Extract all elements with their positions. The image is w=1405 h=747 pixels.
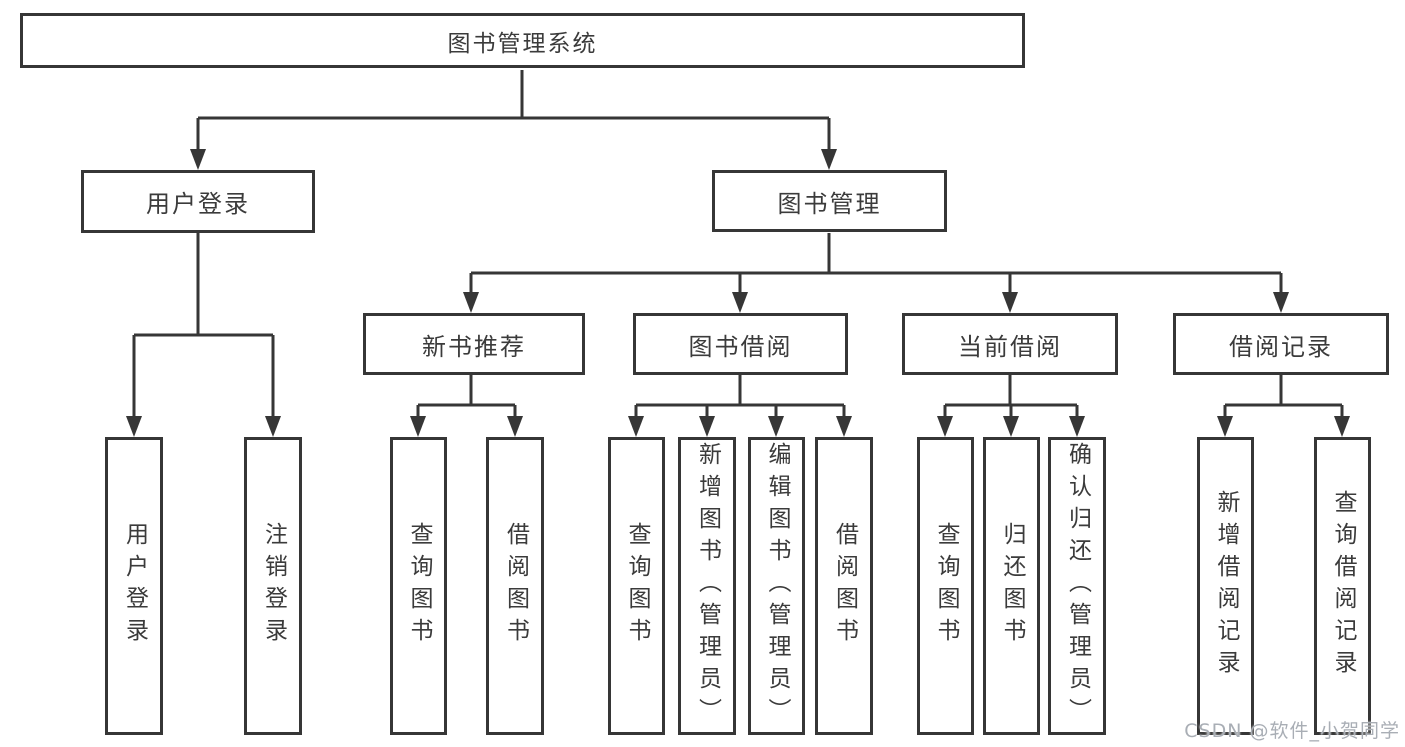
- leaf-borrow-books-label: 借阅图书: [831, 522, 858, 650]
- leaf-edit-book-admin-label: 编辑图书（管理员）: [764, 442, 790, 730]
- node-new-book-recommend-label: 新书推荐: [422, 332, 526, 361]
- leaf-borrow-books-recommend-label: 借阅图书: [502, 522, 529, 650]
- csdn-watermark: CSDN @软件_小贺同学: [1184, 720, 1400, 742]
- leaf-add-book-admin: 新增图书（管理员）: [678, 437, 736, 735]
- leaf-confirm-return-admin-label: 确认归还（管理员）: [1064, 442, 1091, 730]
- leaf-query-books-recommend: 查询图书: [390, 437, 447, 735]
- node-user-login: 用户登录: [81, 170, 315, 233]
- node-current-borrowing: 当前借阅: [902, 313, 1118, 375]
- leaf-query-books-current-label: 查询图书: [933, 522, 959, 650]
- node-borrowing-records: 借阅记录: [1173, 313, 1389, 375]
- node-book-borrowing-label: 图书借阅: [688, 332, 793, 361]
- node-root-label: 图书管理系统: [447, 30, 598, 57]
- leaf-add-book-admin-label: 新增图书（管理员）: [694, 442, 721, 730]
- leaf-logout: 注销登录: [244, 437, 302, 735]
- node-root: 图书管理系统: [20, 13, 1025, 68]
- leaf-query-borrow-record: 查询借阅记录: [1314, 437, 1371, 735]
- leaf-query-books-current: 查询图书: [917, 437, 974, 735]
- leaf-user-login: 用户登录: [105, 437, 163, 735]
- leaf-borrow-books: 借阅图书: [815, 437, 873, 735]
- leaf-add-borrow-record-label: 新增借阅记录: [1213, 490, 1239, 682]
- leaf-edit-book-admin: 编辑图书（管理员）: [748, 437, 805, 735]
- node-current-borrowing-label: 当前借阅: [958, 332, 1062, 361]
- node-book-management: 图书管理: [712, 170, 947, 232]
- leaf-query-books-borrowing-label: 查询图书: [624, 522, 650, 650]
- node-user-login-label: 用户登录: [146, 190, 250, 218]
- node-borrowing-records-label: 借阅记录: [1229, 332, 1333, 361]
- leaf-query-borrow-record-label: 查询借阅记录: [1330, 490, 1356, 682]
- leaf-query-books-recommend-label: 查询图书: [406, 522, 432, 650]
- leaf-user-login-label: 用户登录: [121, 522, 148, 650]
- leaf-add-borrow-record: 新增借阅记录: [1197, 437, 1254, 735]
- leaf-logout-label: 注销登录: [260, 522, 287, 650]
- node-book-borrowing: 图书借阅: [633, 313, 848, 375]
- node-book-management-label: 图书管理: [777, 189, 882, 218]
- leaf-return-books-label: 归还图书: [999, 522, 1025, 650]
- node-new-book-recommend: 新书推荐: [363, 313, 585, 375]
- leaf-confirm-return-admin: 确认归还（管理员）: [1048, 437, 1106, 735]
- leaf-query-books-borrowing: 查询图书: [608, 437, 665, 735]
- leaf-borrow-books-recommend: 借阅图书: [486, 437, 544, 735]
- leaf-return-books: 归还图书: [983, 437, 1040, 735]
